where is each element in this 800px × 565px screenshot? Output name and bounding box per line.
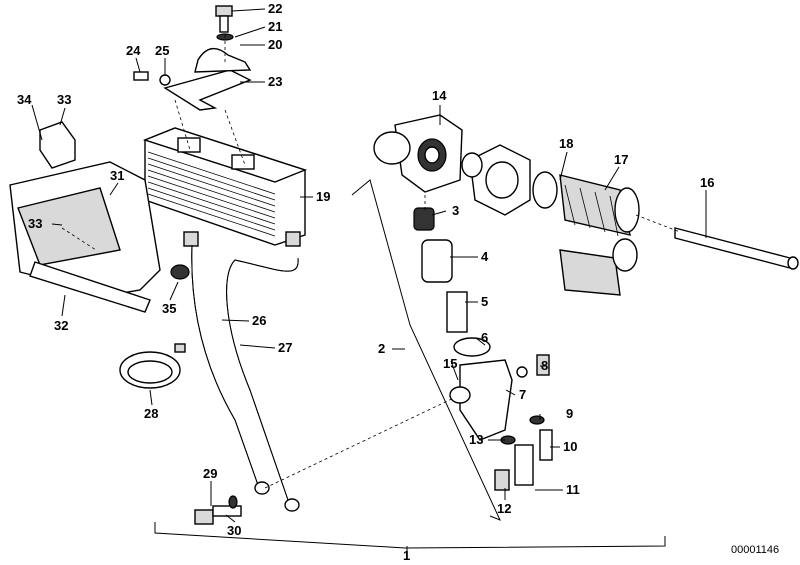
callout-15: 15 <box>443 356 457 371</box>
callout-29: 29 <box>203 466 217 481</box>
hose-clamp <box>119 343 186 389</box>
gasket <box>461 144 558 216</box>
cooler-cover <box>9 104 190 313</box>
callout-14: 14 <box>432 88 447 103</box>
callout-17: 17 <box>614 152 628 167</box>
callout-1: 1 <box>403 548 410 563</box>
oil-filter <box>559 174 640 296</box>
callout-22: 22 <box>268 1 282 16</box>
callout-20: 20 <box>268 37 282 52</box>
callout-21: 21 <box>268 19 282 34</box>
callout-19: 19 <box>316 189 330 204</box>
callout-3: 3 <box>452 203 459 218</box>
mounting-bracket <box>133 5 252 111</box>
callout-32: 32 <box>54 318 68 333</box>
filter-housing-flange <box>373 114 463 193</box>
callout-7: 7 <box>519 387 526 402</box>
callout-30: 30 <box>227 523 241 538</box>
oil-lines <box>191 244 300 512</box>
callout-labels: 1 2 3 4 5 6 7 8 9 10 11 12 13 14 15 16 1… <box>17 1 779 563</box>
callout-18: 18 <box>559 136 573 151</box>
callout-24: 24 <box>126 43 141 58</box>
callout-35: 35 <box>162 301 176 316</box>
callout-16: 16 <box>700 175 714 190</box>
callout-33-upper: 33 <box>57 92 71 107</box>
callout-25: 25 <box>155 43 169 58</box>
callout-12: 12 <box>497 501 511 516</box>
callout-4: 4 <box>481 249 489 264</box>
callout-5: 5 <box>481 294 488 309</box>
callout-2: 2 <box>378 341 385 356</box>
callout-11: 11 <box>566 482 580 497</box>
callout-6: 6 <box>481 330 488 345</box>
diagram-reference-number: 00001146 <box>731 544 779 556</box>
callout-8: 8 <box>541 358 548 373</box>
filter-bolt <box>674 227 799 270</box>
callout-9: 9 <box>566 406 573 421</box>
banjo-bolt <box>194 495 242 525</box>
callout-28: 28 <box>144 406 158 421</box>
oil-cooler <box>142 127 308 247</box>
callout-27: 27 <box>278 340 292 355</box>
callout-23: 23 <box>268 74 282 89</box>
callout-31: 31 <box>110 168 124 183</box>
group-brackets <box>154 179 666 549</box>
leader-lines <box>51 8 707 554</box>
callout-13: 13 <box>469 432 483 447</box>
callout-10: 10 <box>563 439 577 454</box>
thermostat-parts <box>413 207 553 491</box>
callout-26: 26 <box>252 313 266 328</box>
callout-34: 34 <box>17 92 32 107</box>
callout-33-lower: 33 <box>28 216 42 231</box>
